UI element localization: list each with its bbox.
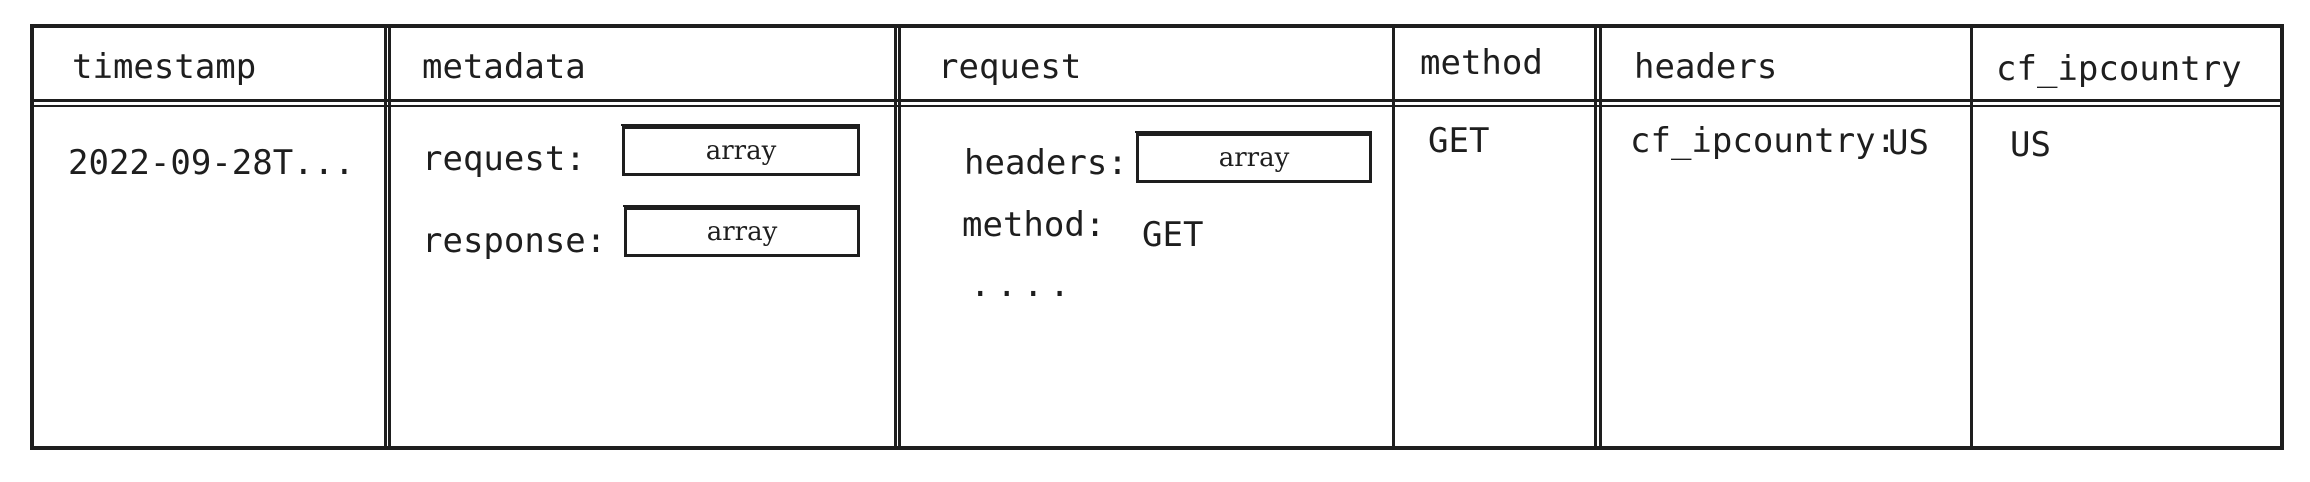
column-header-headers: headers xyxy=(1634,47,1778,87)
column-header-request: request xyxy=(938,47,1082,87)
array-label: array xyxy=(706,217,778,247)
array-label: array xyxy=(705,136,777,166)
cell-timestamp: 2022-09-28T... xyxy=(68,143,355,183)
header-divider-double xyxy=(34,105,2280,107)
column-header-method: method xyxy=(1420,43,1543,83)
metadata-request-key: request: xyxy=(422,139,586,179)
column-divider xyxy=(898,24,901,450)
cell-method: GET xyxy=(1428,121,1490,161)
headers-key: cf_ipcountry: xyxy=(1630,121,1897,161)
column-header-metadata: metadata xyxy=(422,47,586,87)
header-divider xyxy=(34,99,2280,102)
column-divider xyxy=(388,24,391,450)
column-header-timestamp: timestamp xyxy=(72,47,257,87)
column-divider xyxy=(1970,24,1973,450)
request-ellipsis: .... xyxy=(970,265,1076,305)
column-divider xyxy=(1392,24,1395,450)
request-headers-array-box: array xyxy=(1135,131,1372,183)
request-method-value: GET xyxy=(1142,215,1204,255)
headers-value: US xyxy=(1888,123,1929,163)
metadata-response-array-box: array xyxy=(623,205,860,257)
column-divider xyxy=(1594,24,1597,450)
column-divider xyxy=(1599,24,1602,450)
request-method-key: method: xyxy=(962,205,1106,245)
column-divider xyxy=(894,24,897,450)
data-table: timestamp metadata request method header… xyxy=(30,24,2284,450)
cell-cf-ipcountry: US xyxy=(2010,125,2051,165)
array-label: array xyxy=(1218,143,1290,173)
column-divider xyxy=(384,24,387,450)
column-header-cf-ipcountry: cf_ipcountry xyxy=(1996,49,2242,89)
request-headers-key: headers: xyxy=(964,143,1128,183)
metadata-request-array-box: array xyxy=(621,124,860,176)
metadata-response-key: response: xyxy=(422,221,607,261)
